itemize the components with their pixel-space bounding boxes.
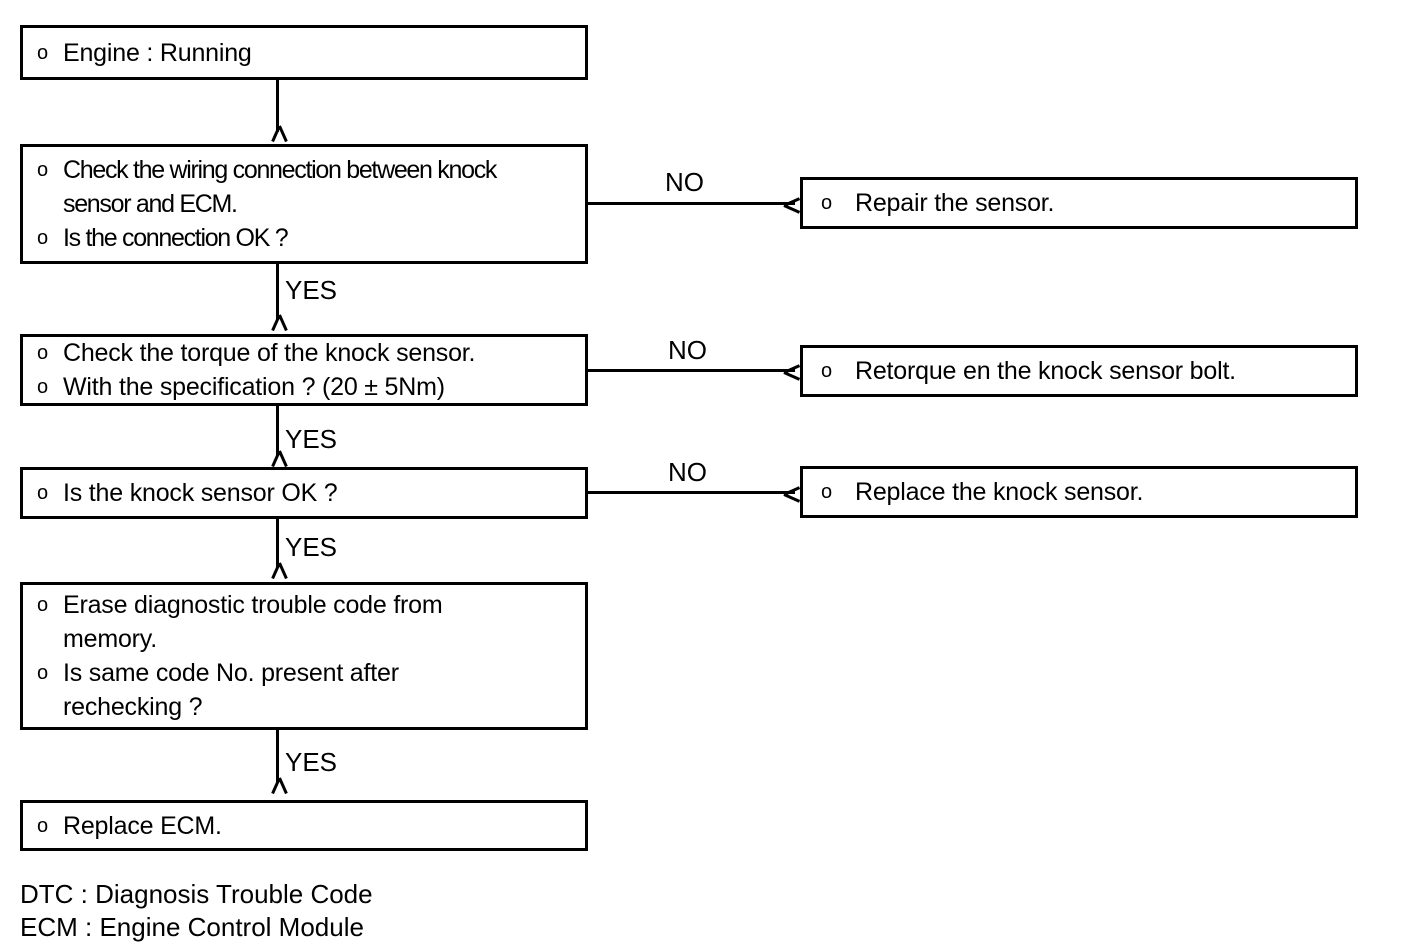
bullet-icon: o	[37, 159, 49, 181]
bullet-icon: o	[821, 360, 833, 382]
node-rows: o Is the knock sensor OK ?	[23, 476, 585, 510]
node-text: Repair the sensor.	[855, 189, 1055, 217]
connector-engine-to-wiring	[276, 80, 279, 132]
legend-line-ecm: ECM : Engine Control Module	[20, 912, 364, 942]
node-text: Retorque en the knock sensor bolt.	[855, 357, 1236, 385]
node-row: o Retorque en the knock sensor bolt.	[803, 354, 1349, 388]
bullet-icon: o	[37, 662, 49, 684]
node-rows: o Repair the sensor.	[803, 186, 1355, 220]
node-rows: o Check the torque of the knock sensor. …	[23, 337, 585, 403]
node-text: Replace the knock sensor.	[855, 478, 1144, 506]
edge-label-yes-4: YES	[285, 747, 338, 777]
arrowhead-down-icon	[269, 563, 287, 577]
connector-wiring-to-torque	[276, 264, 279, 320]
node-rows: o Replace ECM.	[23, 809, 585, 843]
node-text: Engine : Running	[63, 38, 252, 67]
arrowhead-right-icon	[784, 195, 798, 213]
connector-sensor-ok-no	[588, 491, 795, 494]
node-row: rechecking ?	[23, 690, 579, 724]
connector-torque-to-sensor-ok	[276, 406, 279, 456]
node-check-wiring[interactable]: o Check the wiring connection between kn…	[20, 144, 588, 264]
node-rows: o Engine : Running	[23, 36, 585, 70]
node-replace-ecm[interactable]: o Replace ECM.	[20, 800, 588, 851]
node-row: o Replace ECM.	[23, 809, 579, 843]
legend-line-dtc: DTC : Diagnosis Trouble Code	[20, 879, 373, 909]
node-row: o Replace the knock sensor.	[803, 475, 1349, 509]
node-row: o Is the connection OK ?	[23, 221, 579, 255]
arrowhead-down-icon	[269, 315, 287, 329]
node-row: o Engine : Running	[23, 36, 579, 70]
node-knock-sensor-ok[interactable]: o Is the knock sensor OK ?	[20, 467, 588, 519]
bullet-icon: o	[821, 192, 833, 214]
bullet-icon: o	[37, 41, 49, 64]
node-text: Is the connection OK ?	[63, 224, 289, 252]
bullet-icon: o	[37, 482, 49, 504]
bullet-icon: o	[37, 594, 49, 616]
node-text: Replace ECM.	[63, 811, 222, 840]
node-row: memory.	[23, 622, 579, 656]
node-replace-knock-sensor[interactable]: o Replace the knock sensor.	[800, 466, 1358, 518]
node-text: Erase diagnostic trouble code from	[63, 591, 443, 619]
connector-erase-to-replace-ecm	[276, 730, 279, 782]
node-text: With the specification ? (20 ± 5Nm)	[63, 373, 445, 401]
bullet-icon: o	[37, 814, 49, 837]
node-rows: o Check the wiring connection between kn…	[23, 153, 585, 255]
bullet-icon: o	[37, 342, 49, 364]
node-row: sensor and ECM.	[23, 187, 579, 221]
arrowhead-down-icon	[269, 126, 287, 140]
edge-label-no-3: NO	[668, 457, 707, 487]
legend: DTC : Diagnosis Trouble Code ECM : Engin…	[20, 878, 373, 944]
node-text: sensor and ECM.	[63, 190, 238, 218]
node-row: o Is same code No. present after	[23, 656, 579, 690]
edge-label-yes-2: YES	[285, 424, 338, 454]
node-row: o Erase diagnostic trouble code from	[23, 588, 579, 622]
arrowhead-right-icon	[784, 484, 798, 502]
edge-label-yes-3: YES	[285, 532, 338, 562]
node-row: o Is the knock sensor OK ?	[23, 476, 579, 510]
node-row: o Repair the sensor.	[803, 186, 1349, 220]
node-text: Check the wiring connection between knoc…	[63, 156, 497, 184]
bullet-icon: o	[37, 376, 49, 398]
bullet-icon: o	[37, 227, 49, 249]
node-text: rechecking ?	[63, 693, 203, 721]
node-text: Is same code No. present after	[63, 659, 399, 687]
node-row: o Check the wiring connection between kn…	[23, 153, 579, 187]
arrowhead-down-icon	[269, 778, 287, 792]
node-text: Check the torque of the knock sensor.	[63, 339, 476, 367]
node-check-torque[interactable]: o Check the torque of the knock sensor. …	[20, 334, 588, 406]
edge-label-no-1: NO	[665, 167, 704, 197]
node-engine-running[interactable]: o Engine : Running	[20, 25, 588, 80]
arrowhead-right-icon	[784, 362, 798, 380]
node-text: memory.	[63, 625, 157, 653]
connector-sensor-ok-to-erase	[276, 519, 279, 567]
node-rows: o Replace the knock sensor.	[803, 475, 1355, 509]
node-rows: o Erase diagnostic trouble code from mem…	[23, 588, 585, 724]
node-row: o With the specification ? (20 ± 5Nm)	[23, 370, 579, 403]
edge-label-no-2: NO	[668, 335, 707, 365]
node-erase-dtc[interactable]: o Erase diagnostic trouble code from mem…	[20, 582, 588, 730]
node-row: o Check the torque of the knock sensor.	[23, 337, 579, 370]
connector-torque-no	[588, 369, 795, 372]
node-rows: o Retorque en the knock sensor bolt.	[803, 354, 1355, 388]
node-retorque-bolt[interactable]: o Retorque en the knock sensor bolt.	[800, 345, 1358, 397]
node-text: Is the knock sensor OK ?	[63, 479, 338, 507]
node-repair-sensor[interactable]: o Repair the sensor.	[800, 177, 1358, 229]
bullet-icon: o	[821, 481, 833, 503]
edge-label-yes-1: YES	[285, 275, 338, 305]
connector-wiring-no	[588, 202, 795, 205]
